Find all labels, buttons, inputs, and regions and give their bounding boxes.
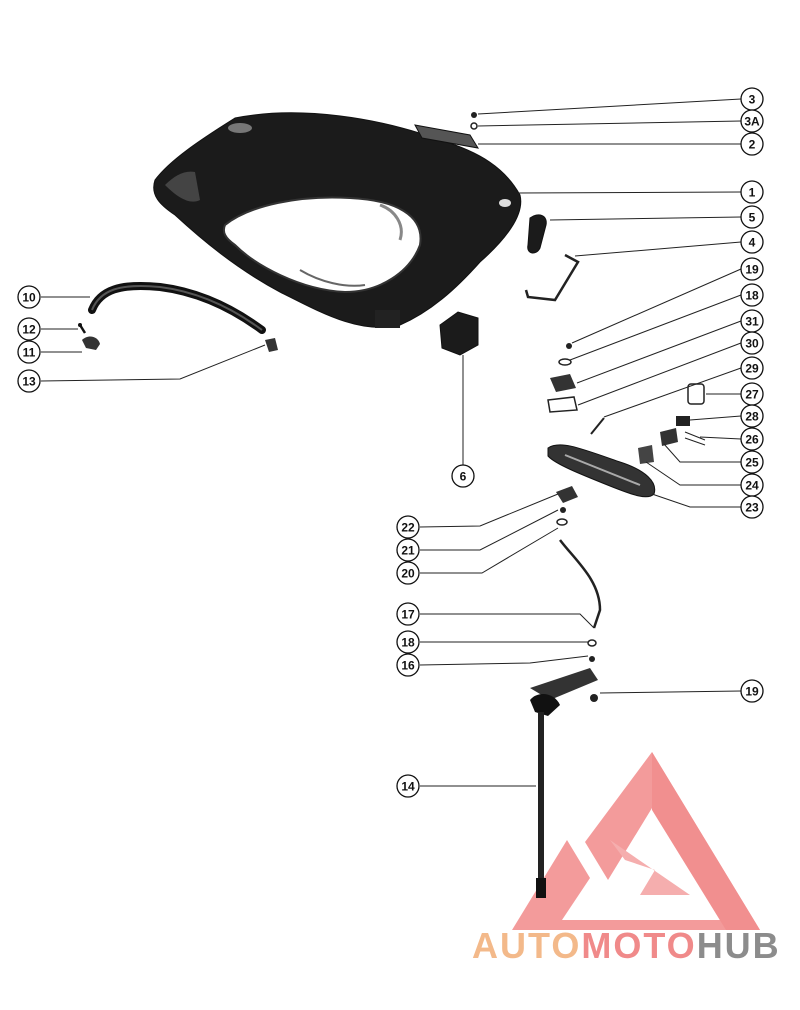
svg-text:23: 23	[745, 501, 759, 515]
callout-18-lower: 18	[396, 630, 420, 654]
svg-text:1: 1	[749, 186, 756, 200]
part-23-lever	[547, 444, 656, 498]
svg-text:14: 14	[401, 780, 415, 794]
svg-text:20: 20	[401, 567, 415, 581]
callout-14: 14	[396, 774, 420, 798]
svg-text:19: 19	[745, 685, 759, 699]
svg-text:31: 31	[745, 315, 759, 329]
callout-3a: 3A	[740, 109, 764, 133]
part-2-plate	[414, 124, 480, 149]
watermark-text: AUTOMOTOHUB	[472, 925, 781, 966]
part-10-hose	[88, 281, 266, 334]
leader-lines	[40, 98, 742, 787]
part-5-pad	[527, 214, 547, 254]
small-hardware-stack	[547, 343, 605, 435]
svg-text:3A: 3A	[744, 115, 760, 129]
callout-24: 24	[740, 473, 764, 497]
svg-text:24: 24	[745, 479, 759, 493]
svg-text:13: 13	[22, 375, 36, 389]
part-3-screw	[470, 112, 478, 130]
callout-16: 16	[396, 653, 420, 677]
watermark-hub: HUB	[697, 925, 781, 966]
svg-text:17: 17	[401, 608, 415, 622]
callout-18-upper: 18	[740, 283, 764, 307]
part-11-clamp	[82, 336, 100, 350]
svg-text:19: 19	[745, 263, 759, 277]
svg-text:29: 29	[745, 362, 759, 376]
svg-text:22: 22	[401, 521, 415, 535]
svg-text:25: 25	[745, 456, 759, 470]
part-4-bracket	[524, 253, 580, 302]
callout-30: 30	[740, 331, 764, 355]
callout-6: 6	[451, 464, 475, 488]
svg-text:11: 11	[23, 346, 36, 360]
callout-19-upper: 19	[740, 257, 764, 281]
callout-1: 1	[740, 180, 764, 204]
svg-text:2: 2	[749, 138, 756, 152]
callout-13: 13	[17, 369, 41, 393]
svg-text:4: 4	[749, 236, 756, 250]
part-14-shaft	[530, 668, 598, 898]
callout-31: 31	[740, 309, 764, 333]
switch-assembly-parts	[638, 383, 706, 464]
callout-10: 10	[17, 285, 41, 309]
callout-25: 25	[740, 450, 764, 474]
link-hardware	[556, 486, 578, 526]
callout-19-lower: 19	[740, 679, 764, 703]
callout-21: 21	[396, 538, 420, 562]
svg-text:21: 21	[401, 544, 415, 558]
callout-5: 5	[740, 205, 764, 229]
svg-text:5: 5	[749, 211, 756, 225]
callout-3: 3	[740, 87, 764, 111]
part-12-screw	[78, 323, 87, 334]
watermark-logo	[512, 752, 760, 930]
part-6-block	[439, 311, 479, 356]
callout-28: 28	[740, 404, 764, 428]
callout-26: 26	[740, 427, 764, 451]
svg-text:16: 16	[401, 659, 415, 673]
watermark-moto: MOTO	[581, 925, 696, 966]
callout-22: 22	[396, 515, 420, 539]
callout-12: 12	[17, 317, 41, 341]
svg-text:AUTOMOTOHUB: AUTOMOTOHUB	[472, 925, 781, 966]
svg-text:27: 27	[745, 388, 759, 402]
rod-end-hardware	[587, 639, 597, 662]
svg-text:3: 3	[749, 93, 756, 107]
callout-4: 4	[740, 230, 764, 254]
part-19-nut	[590, 694, 598, 702]
svg-text:30: 30	[745, 337, 759, 351]
callout-20: 20	[396, 561, 420, 585]
callout-11: 11	[17, 340, 41, 364]
svg-text:12: 12	[22, 323, 36, 337]
callout-23: 23	[740, 495, 764, 519]
callout-2: 2	[740, 132, 764, 156]
part-13-fitting	[265, 338, 278, 352]
svg-text:28: 28	[745, 410, 759, 424]
svg-text:18: 18	[401, 636, 415, 650]
watermark-auto: AUTO	[472, 925, 581, 966]
svg-text:10: 10	[22, 291, 36, 305]
cowl-housing	[153, 112, 522, 328]
callout-27: 27	[740, 382, 764, 406]
svg-text:18: 18	[745, 289, 759, 303]
part-17-rod	[559, 539, 602, 629]
svg-text:6: 6	[460, 470, 467, 484]
svg-text:26: 26	[745, 433, 759, 447]
callout-17: 17	[396, 602, 420, 626]
callout-29: 29	[740, 356, 764, 380]
